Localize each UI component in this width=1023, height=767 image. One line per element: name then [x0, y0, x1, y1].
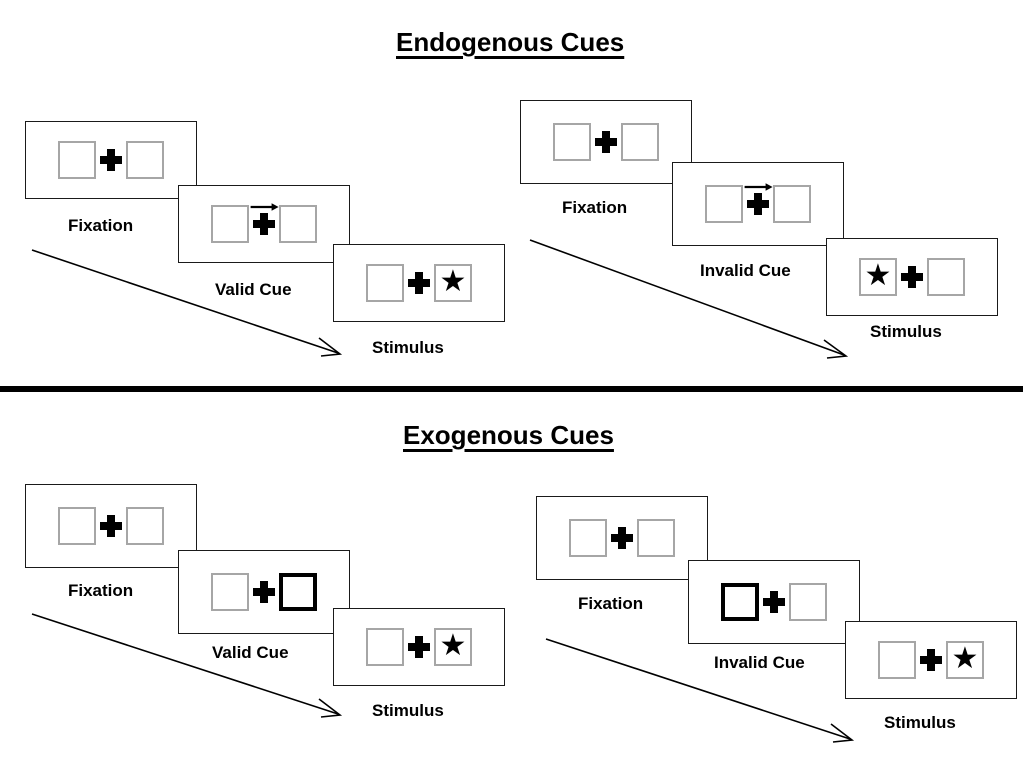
fixation-cross-with-arrow-cue — [743, 182, 773, 226]
fixation-cross — [897, 255, 927, 299]
frame-contents: ★ — [846, 622, 1016, 698]
fixation-cross — [96, 138, 126, 182]
trial-frame-endogenous-invalid-fixation — [520, 100, 692, 184]
placeholder-box-left — [366, 628, 404, 666]
step-caption-endogenous-valid-stimulus: Stimulus — [372, 338, 444, 357]
plus-icon — [100, 515, 122, 537]
step-caption-endogenous-invalid-fixation: Fixation — [562, 198, 628, 217]
placeholder-box-right — [927, 258, 965, 296]
placeholder-box-right — [637, 519, 675, 557]
trial-frame-endogenous-invalid-cue — [672, 162, 844, 246]
sequence-arrow-endogenous-valid — [30, 248, 350, 363]
star-icon: ★ — [439, 629, 467, 662]
frame-contents — [673, 163, 843, 245]
placeholder-box-right — [279, 205, 317, 243]
plus-icon — [408, 636, 430, 658]
step-caption-endogenous-valid-fixation: Fixation — [68, 216, 134, 235]
placeholder-box-left — [58, 507, 96, 545]
fixation-cross-with-arrow-cue — [249, 202, 279, 246]
trial-frame-exogenous-valid-stimulus: ★ — [333, 608, 505, 686]
placeholder-box-right-with-target: ★ — [434, 628, 472, 666]
trial-frame-exogenous-invalid-fixation — [536, 496, 708, 580]
frame-contents: ★ — [334, 245, 504, 321]
sequence-arrow-exogenous-invalid — [544, 637, 864, 749]
placeholder-box-left — [569, 519, 607, 557]
plus-icon — [100, 149, 122, 171]
step-caption-exogenous-invalid-fixation: Fixation — [578, 594, 644, 613]
placeholder-box-left — [553, 123, 591, 161]
star-icon: ★ — [864, 259, 892, 292]
placeholder-box-left — [58, 141, 96, 179]
fixation-cross — [404, 625, 434, 669]
plus-icon — [408, 272, 430, 294]
placeholder-box-right — [126, 141, 164, 179]
placeholder-box-right-cued — [279, 573, 317, 611]
frame-contents — [521, 101, 691, 183]
step-caption-exogenous-invalid-cue: Invalid Cue — [714, 653, 805, 672]
fixation-cross — [607, 516, 637, 560]
frame-contents: ★ — [334, 609, 504, 685]
plus-icon — [763, 591, 785, 613]
plus-icon — [901, 266, 923, 288]
placeholder-box-left — [211, 205, 249, 243]
frame-contents — [537, 497, 707, 579]
arrow-right-cue-icon — [744, 181, 774, 193]
star-icon: ★ — [439, 265, 467, 298]
fixation-cross — [591, 120, 621, 164]
step-caption-endogenous-invalid-stimulus: Stimulus — [870, 322, 942, 341]
trial-frame-endogenous-valid-cue — [178, 185, 350, 263]
trial-frame-endogenous-valid-stimulus: ★ — [333, 244, 505, 322]
placeholder-box-right-with-target: ★ — [434, 264, 472, 302]
placeholder-box-right — [621, 123, 659, 161]
placeholder-box-right — [789, 583, 827, 621]
frame-contents — [179, 551, 349, 633]
trial-frame-endogenous-valid-fixation — [25, 121, 197, 199]
fixation-cross — [916, 638, 946, 682]
plus-icon — [253, 581, 275, 603]
placeholder-box-right — [773, 185, 811, 223]
plus-icon — [253, 213, 275, 235]
placeholder-box-left-cued — [721, 583, 759, 621]
step-caption-exogenous-valid-fixation: Fixation — [68, 581, 134, 600]
plus-icon — [595, 131, 617, 153]
trial-frame-exogenous-invalid-cue — [688, 560, 860, 644]
arrow-right-cue-icon — [250, 201, 280, 213]
placeholder-box-left — [705, 185, 743, 223]
plus-icon — [747, 193, 769, 215]
step-caption-exogenous-valid-stimulus: Stimulus — [372, 701, 444, 720]
section-divider — [0, 386, 1023, 392]
step-caption-endogenous-invalid-cue: Invalid Cue — [700, 261, 791, 280]
trial-frame-exogenous-valid-cue — [178, 550, 350, 634]
placeholder-box-left — [878, 641, 916, 679]
frame-contents — [179, 186, 349, 262]
trial-frame-exogenous-valid-fixation — [25, 484, 197, 568]
frame-contents — [689, 561, 859, 643]
step-caption-exogenous-valid-cue: Valid Cue — [212, 643, 289, 662]
plus-icon — [920, 649, 942, 671]
section-title-exogenous: Exogenous Cues — [403, 420, 614, 450]
trial-frame-exogenous-invalid-stimulus: ★ — [845, 621, 1017, 699]
placeholder-box-left — [211, 573, 249, 611]
star-icon: ★ — [951, 642, 979, 675]
frame-contents: ★ — [827, 239, 997, 315]
trial-frame-endogenous-invalid-stimulus: ★ — [826, 238, 998, 316]
section-title-endogenous: Endogenous Cues — [396, 27, 625, 57]
placeholder-box-left — [366, 264, 404, 302]
step-caption-endogenous-valid-cue: Valid Cue — [215, 280, 292, 299]
sequence-arrow-endogenous-invalid — [528, 238, 858, 366]
fixation-cross — [404, 261, 434, 305]
plus-icon — [611, 527, 633, 549]
step-caption-exogenous-invalid-stimulus: Stimulus — [884, 713, 956, 732]
fixation-cross — [249, 570, 279, 614]
fixation-cross — [759, 580, 789, 624]
placeholder-box-right-with-target: ★ — [946, 641, 984, 679]
frame-contents — [26, 122, 196, 198]
placeholder-box-right — [126, 507, 164, 545]
frame-contents — [26, 485, 196, 567]
placeholder-box-left-with-target: ★ — [859, 258, 897, 296]
fixation-cross — [96, 504, 126, 548]
